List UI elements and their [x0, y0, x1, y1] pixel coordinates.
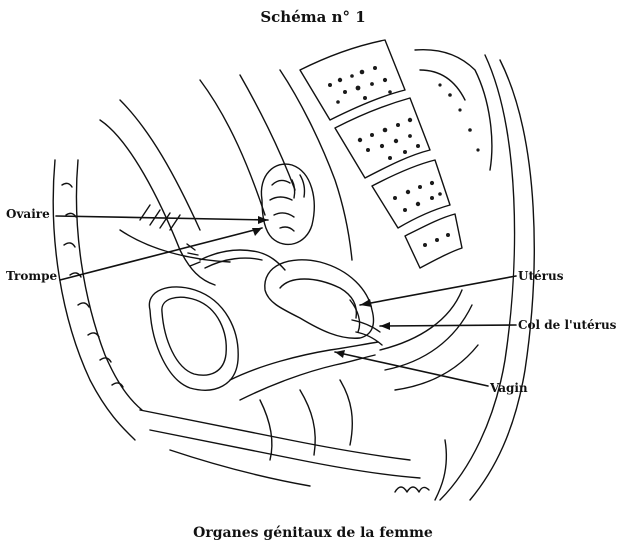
label-uterus: Utérus — [518, 269, 564, 283]
diagram-title: Schéma n° 1 — [260, 8, 366, 26]
cervix — [351, 319, 383, 346]
broad-ligament — [99, 69, 353, 286]
pointer-arrowheads — [252, 216, 390, 358]
bladder — [148, 286, 239, 391]
vagina — [229, 341, 379, 401]
label-trompe: Trompe — [6, 269, 58, 283]
fallopian-tube — [186, 243, 286, 271]
ovary — [260, 163, 315, 246]
sacrum-vertebrae — [299, 39, 493, 269]
abdominal-wall — [52, 159, 143, 441]
perineum — [139, 379, 421, 487]
label-ovaire: Ovaire — [6, 207, 50, 221]
pointer-ovaire — [55, 215, 269, 221]
pointer-trompe — [59, 227, 263, 281]
pointer-vagin — [334, 351, 489, 387]
label-vagin: Vagin — [490, 381, 528, 395]
pointer-col — [379, 324, 517, 327]
label-col-uterus: Col de l'utérus — [518, 318, 617, 332]
pointer-lines — [55, 215, 517, 387]
uterus — [264, 259, 375, 339]
back-wall — [434, 54, 535, 501]
pointer-uterus — [359, 275, 517, 306]
rectum — [379, 289, 479, 391]
diagram-caption: Organes génitaux de la femme — [193, 525, 433, 541]
artist-signature — [394, 486, 430, 493]
bone-texture — [328, 66, 480, 247]
